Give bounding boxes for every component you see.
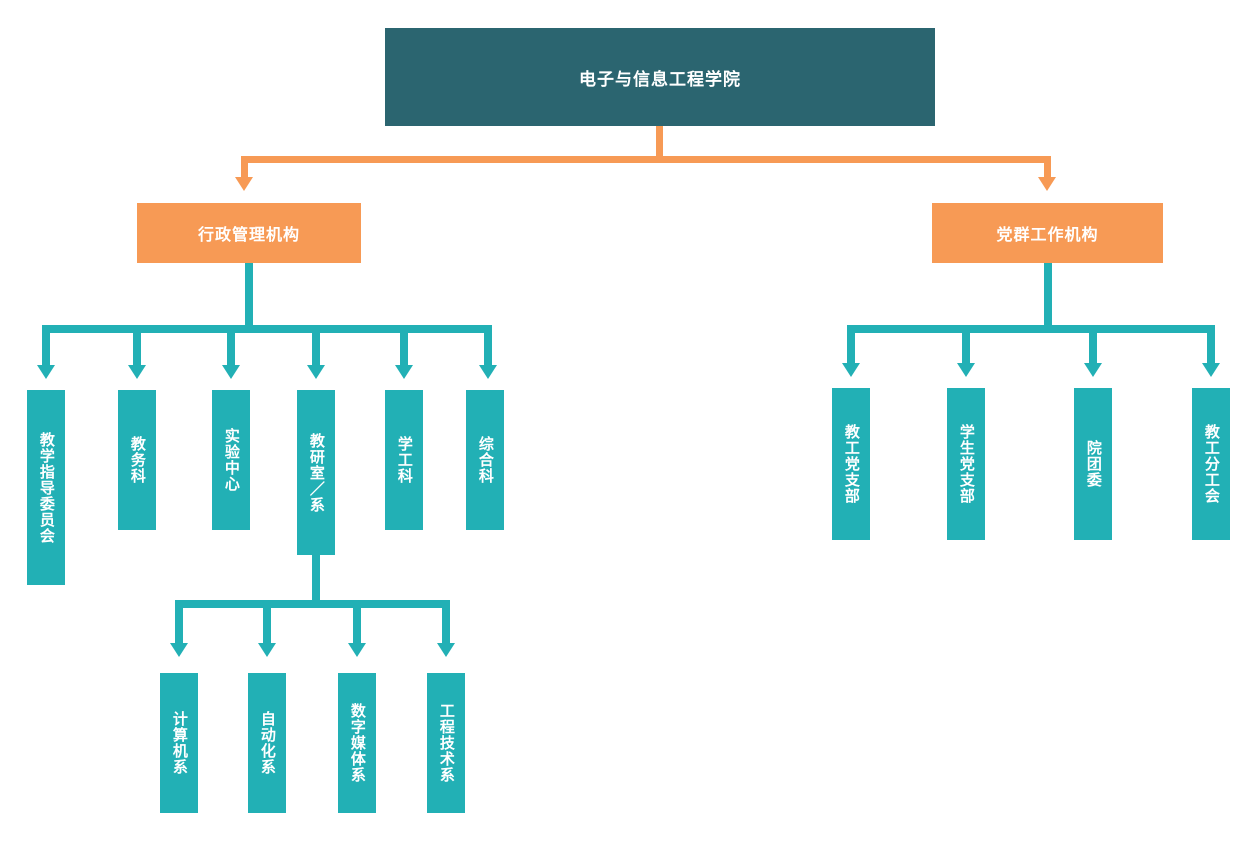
connector-dept-drop-2 (263, 600, 271, 645)
node-dept-child-2[interactable]: 自动化系 (248, 673, 286, 813)
connector-dept-bus (175, 600, 450, 608)
node-admin-child-2[interactable]: 教务科 (118, 390, 156, 530)
connector-admin-drop-5 (400, 325, 408, 367)
node-party-child-1-label: 教工党支部 (842, 424, 860, 504)
node-party-child-2-label: 学生党支部 (957, 424, 975, 504)
node-dept-child-3-label: 数字媒体系 (348, 703, 366, 783)
node-admin-child-2-label: 教务科 (128, 436, 146, 484)
node-admin-label: 行政管理机构 (197, 227, 300, 244)
connector-dept-drop-1 (175, 600, 183, 645)
node-admin-child-1[interactable]: 教学指导委员会 (27, 390, 65, 585)
connector-root-bus (241, 156, 1051, 163)
arrow-admin-to-child-2 (128, 365, 146, 379)
node-party-child-3-label: 院团委 (1084, 440, 1102, 488)
node-party-child-1[interactable]: 教工党支部 (832, 388, 870, 540)
connector-dept-drop-4 (442, 600, 450, 645)
connector-admin-stem (245, 263, 253, 328)
arrow-admin-to-child-3 (222, 365, 240, 379)
node-admin[interactable]: 行政管理机构 (137, 203, 361, 263)
connector-root-stem (656, 126, 663, 159)
node-admin-child-6[interactable]: 综合科 (466, 390, 504, 530)
node-party[interactable]: 党群工作机构 (932, 203, 1163, 263)
arrow-admin-to-child-5 (395, 365, 413, 379)
node-root-label: 电子与信息工程学院 (579, 69, 741, 89)
arrow-dept-to-child-4 (437, 643, 455, 657)
node-admin-child-5-label: 学工科 (395, 436, 413, 484)
connector-root-drop-party (1044, 156, 1051, 179)
node-party-label: 党群工作机构 (996, 227, 1099, 244)
node-party-child-3[interactable]: 院团委 (1074, 388, 1112, 540)
node-party-child-4[interactable]: 教工分工会 (1192, 388, 1230, 540)
arrow-party-to-child-1 (842, 363, 860, 377)
connector-admin-drop-4 (312, 325, 320, 367)
connector-party-stem (1044, 263, 1052, 328)
connector-admin-drop-2 (133, 325, 141, 367)
connector-party-drop-3 (1089, 325, 1097, 365)
connector-dept-drop-3 (353, 600, 361, 645)
node-admin-child-6-label: 综合科 (476, 436, 494, 484)
arrow-admin-to-child-1 (37, 365, 55, 379)
connector-party-drop-4 (1207, 325, 1215, 365)
node-dept-child-4[interactable]: 工程技术系 (427, 673, 465, 813)
connector-party-bus (847, 325, 1212, 333)
connector-dept-stem (312, 555, 320, 605)
node-dept-child-1-label: 计算机系 (170, 711, 188, 775)
node-dept-child-3[interactable]: 数字媒体系 (338, 673, 376, 813)
node-admin-child-4[interactable]: 教研室／系 (297, 390, 335, 555)
arrow-admin-to-child-6 (479, 365, 497, 379)
connector-admin-bus (42, 325, 492, 333)
connector-party-drop-1 (847, 325, 855, 365)
arrow-dept-to-child-3 (348, 643, 366, 657)
arrow-admin-to-child-4 (307, 365, 325, 379)
node-dept-child-2-label: 自动化系 (258, 711, 276, 775)
node-admin-child-3-label: 实验中心 (222, 428, 240, 492)
connector-admin-drop-6 (484, 325, 492, 367)
node-party-child-4-label: 教工分工会 (1202, 424, 1220, 504)
node-party-child-2[interactable]: 学生党支部 (947, 388, 985, 540)
arrow-party-to-child-4 (1202, 363, 1220, 377)
node-admin-child-4-label: 教研室／系 (307, 432, 325, 513)
node-dept-child-4-label: 工程技术系 (437, 703, 455, 783)
node-admin-child-5[interactable]: 学工科 (385, 390, 423, 530)
arrow-root-to-admin (235, 177, 253, 191)
connector-admin-drop-1 (42, 325, 50, 367)
arrow-dept-to-child-2 (258, 643, 276, 657)
connector-admin-drop-3 (227, 325, 235, 367)
node-admin-child-1-label: 教学指导委员会 (37, 431, 55, 544)
arrow-dept-to-child-1 (170, 643, 188, 657)
node-admin-child-3[interactable]: 实验中心 (212, 390, 250, 530)
connector-root-drop-admin (241, 156, 248, 179)
node-root[interactable]: 电子与信息工程学院 (385, 28, 935, 126)
node-dept-child-1[interactable]: 计算机系 (160, 673, 198, 813)
arrow-party-to-child-2 (957, 363, 975, 377)
connector-party-drop-2 (962, 325, 970, 365)
arrow-party-to-child-3 (1084, 363, 1102, 377)
arrow-root-to-party (1038, 177, 1056, 191)
